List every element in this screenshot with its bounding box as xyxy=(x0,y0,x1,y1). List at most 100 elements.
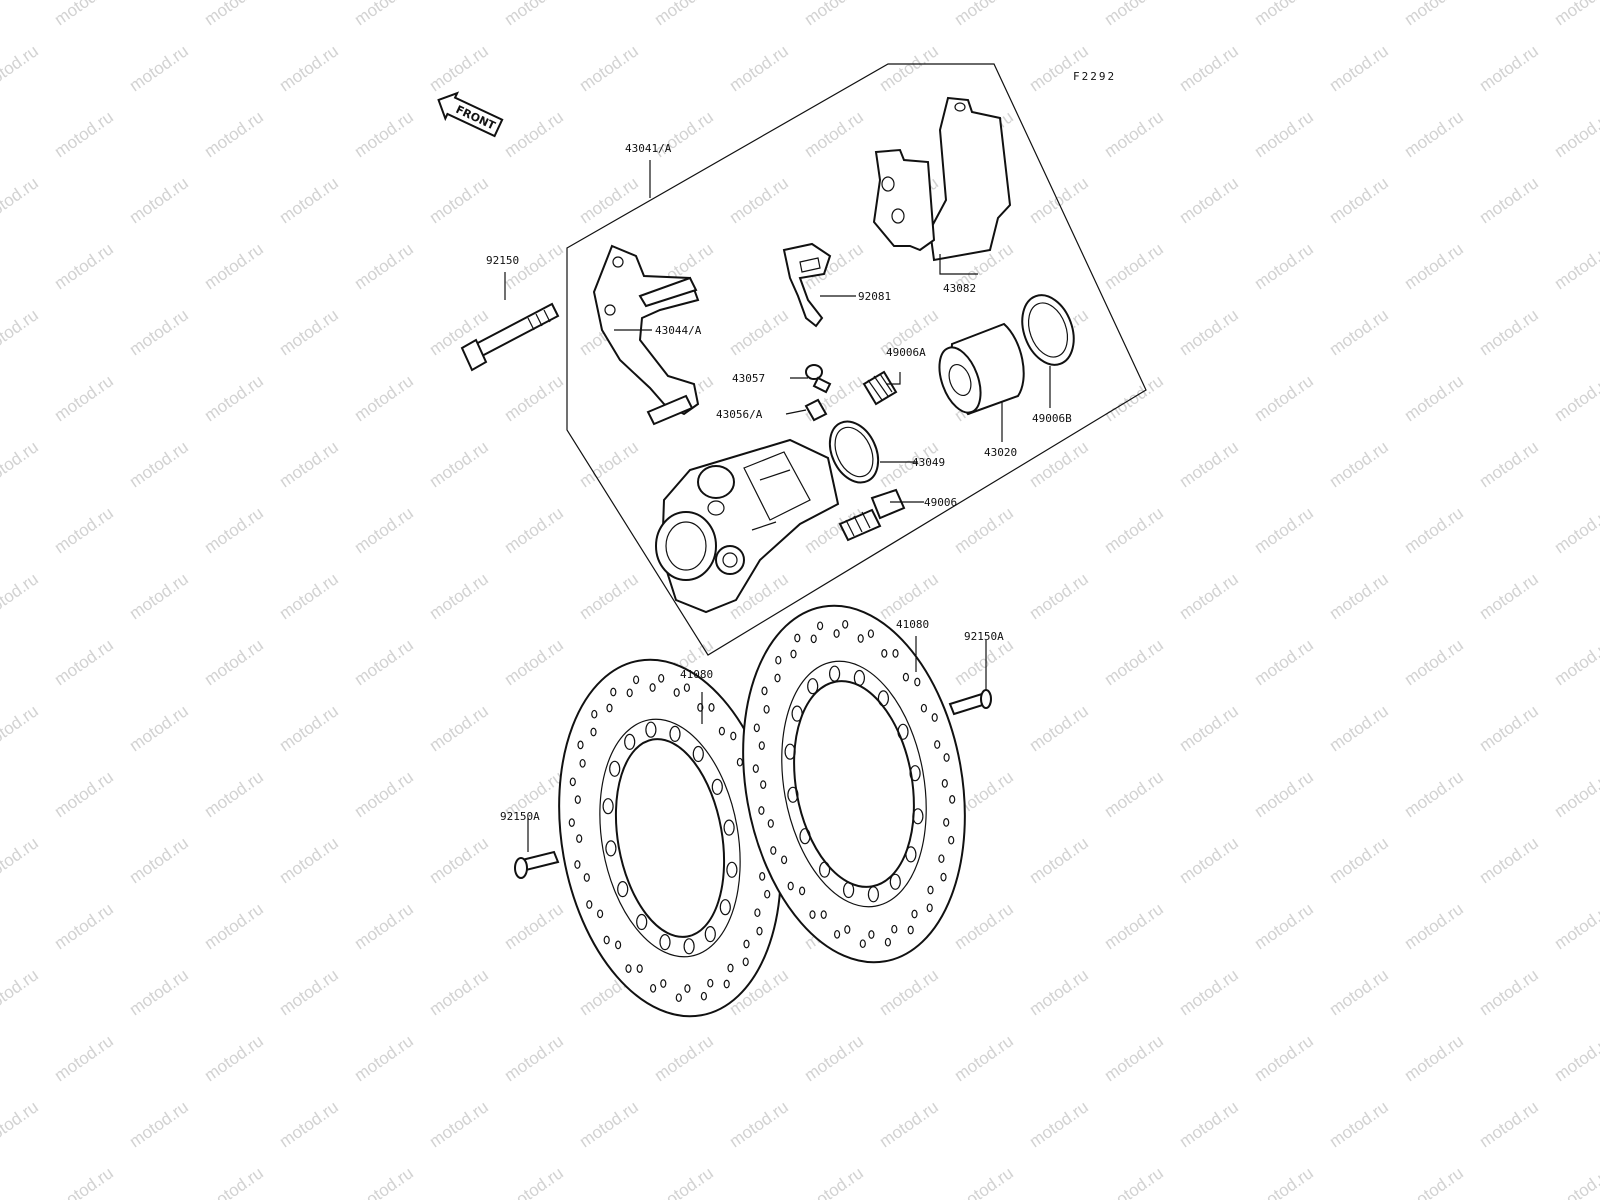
watermark-text: motod.ru xyxy=(801,1163,867,1200)
watermark-text: motod.ru xyxy=(1326,305,1392,359)
watermark-text: motod.ru xyxy=(1026,173,1092,227)
watermark-text: motod.ru xyxy=(51,899,117,953)
watermark-text: motod.ru xyxy=(576,41,642,95)
part-label-43056-a: 43056/A xyxy=(716,408,763,421)
watermark-text: motod.ru xyxy=(1176,569,1242,623)
watermark-text: motod.ru xyxy=(1251,371,1317,425)
disc-hole xyxy=(704,925,716,943)
disc-hole xyxy=(867,886,880,903)
disc-hole xyxy=(754,908,761,918)
disc-hole xyxy=(926,903,933,913)
disc-hole xyxy=(949,795,956,804)
watermark-text: motod.ru xyxy=(1401,107,1467,161)
watermark-text: motod.ru xyxy=(1551,767,1600,821)
disc-hole xyxy=(606,703,613,713)
watermark-text: motod.ru xyxy=(1476,569,1542,623)
watermark-text: motod.ru xyxy=(1401,635,1467,689)
disc-hole xyxy=(723,979,730,989)
disc-bolt-right xyxy=(948,689,992,716)
front-arrow-icon: FRONT xyxy=(437,91,504,138)
watermark-text: motod.ru xyxy=(426,41,492,95)
watermark-text: motod.ru xyxy=(1326,437,1392,491)
disc-hole xyxy=(763,704,770,714)
part-label-49006: 49006 xyxy=(924,496,957,509)
watermark-text: motod.ru xyxy=(576,569,642,623)
watermark-text: motod.ru xyxy=(876,569,942,623)
watermark-text: motod.ru xyxy=(0,437,42,491)
disc-hole xyxy=(799,828,811,845)
disc-hole xyxy=(596,909,604,919)
watermark-text: motod.ru xyxy=(51,503,117,557)
disc-hole xyxy=(659,933,671,951)
disc-hole xyxy=(943,753,950,762)
disc-hole xyxy=(767,819,774,828)
watermark-text: motod.ru xyxy=(1251,899,1317,953)
watermark-text: motod.ru xyxy=(1251,107,1317,161)
disc-hole xyxy=(758,741,765,750)
disc-hole xyxy=(784,743,796,760)
watermark-text: motod.ru xyxy=(1251,503,1317,557)
watermark-text: motod.ru xyxy=(351,635,417,689)
brake-pads xyxy=(872,96,1012,262)
watermark-text: motod.ru xyxy=(726,41,792,95)
watermark-text: motod.ru xyxy=(1176,305,1242,359)
watermark-text: motod.ru xyxy=(1251,239,1317,293)
watermark-text: motod.ru xyxy=(201,503,267,557)
watermark-text: motod.ru xyxy=(726,305,792,359)
disc-hole xyxy=(684,984,691,993)
disc-hole xyxy=(877,690,890,707)
watermark-text: motod.ru xyxy=(501,635,567,689)
bleeder-cap xyxy=(804,398,828,422)
watermark-text: motod.ru xyxy=(1476,833,1542,887)
slide-pin-boot xyxy=(838,488,906,542)
disc-hole xyxy=(931,713,938,722)
disc-hole xyxy=(794,633,801,643)
watermark-text: motod.ru xyxy=(801,0,867,29)
bracket-bolt xyxy=(460,302,560,372)
disc-hole xyxy=(683,683,691,693)
disc-hole xyxy=(809,910,816,919)
watermark-text: motod.ru xyxy=(1551,503,1600,557)
disc-hole xyxy=(791,705,803,722)
watermark-text: motod.ru xyxy=(1326,173,1392,227)
watermark-text: motod.ru xyxy=(1251,635,1317,689)
leader-lines xyxy=(504,160,1051,852)
watermark-text: motod.ru xyxy=(426,569,492,623)
disc-hole xyxy=(730,731,737,741)
watermark-text: motod.ru xyxy=(1176,173,1242,227)
watermark-text: motod.ru xyxy=(1551,107,1600,161)
diagram-code: F2292 xyxy=(1073,70,1116,83)
watermark-text: motod.ru xyxy=(126,305,192,359)
watermark-text: motod.ru xyxy=(276,41,342,95)
disc-hole xyxy=(697,703,704,712)
watermark-text: motod.ru xyxy=(126,1097,192,1151)
disc-hole xyxy=(833,929,841,939)
disc-hole xyxy=(891,924,898,934)
watermark-text: motod.ru xyxy=(51,1031,117,1085)
boot-a xyxy=(862,370,898,406)
watermark-text: motod.ru xyxy=(1401,899,1467,953)
brake-disc-left xyxy=(558,658,782,1018)
watermark-text: motod.ru xyxy=(426,173,492,227)
watermark-text: motod.ru xyxy=(1401,767,1467,821)
watermark-text: motod.ru xyxy=(1176,701,1242,755)
watermark-text: motod.ru xyxy=(1551,1163,1600,1200)
watermark-text: motod.ru xyxy=(951,503,1017,557)
watermark-text: motod.ru xyxy=(126,833,192,887)
watermark-text: motod.ru xyxy=(1176,41,1242,95)
watermark-text: motod.ru xyxy=(1176,965,1242,1019)
disc-hole xyxy=(938,854,945,864)
watermark-text: motod.ru xyxy=(501,1031,567,1085)
watermark-text: motod.ru xyxy=(276,965,342,1019)
disc-hole xyxy=(574,860,581,869)
disc-hole xyxy=(617,880,629,898)
disc-hole xyxy=(649,683,656,692)
disc-hole xyxy=(859,939,866,949)
disc-hole xyxy=(842,619,849,629)
disc-hole xyxy=(614,940,622,950)
disc-hole xyxy=(723,819,735,836)
watermark-text: motod.ru xyxy=(1326,1097,1392,1151)
disc-hole xyxy=(759,872,766,881)
disc-hole xyxy=(579,758,586,768)
watermark-text: motod.ru xyxy=(201,1031,267,1085)
